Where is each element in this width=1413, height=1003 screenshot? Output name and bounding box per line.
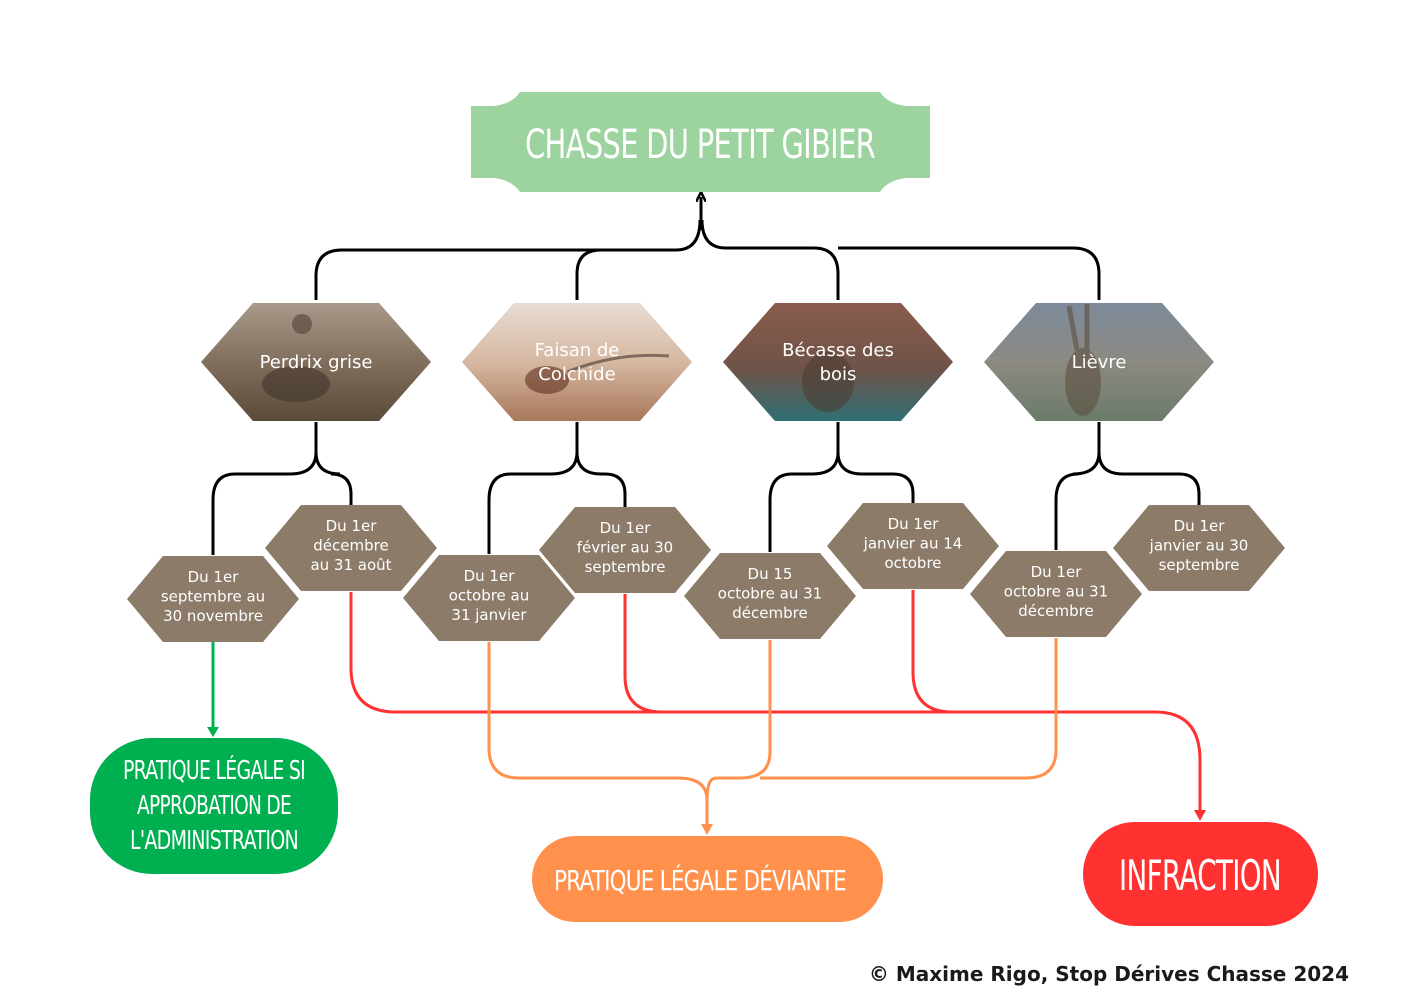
species-name-perdrix: Perdrix grise [260, 352, 373, 373]
period-faisan-2-line-3: septembre [585, 558, 666, 576]
outcome-deviant-label: PRATIQUE LÉGALE DÉVIANTE [554, 863, 846, 897]
copyright-credit: © Maxime Rigo, Stop Dérives Chasse 2024 [868, 962, 1349, 986]
title-banner: CHASSE DU PETIT GIBIER [471, 92, 930, 192]
pheasant-photo-icon [462, 303, 692, 421]
partridge-photo-icon [201, 303, 431, 421]
period-shape [265, 505, 437, 591]
species-node-becasse: Bécasse des bois [723, 303, 953, 421]
title-banner-shape [471, 92, 930, 192]
connector-becasse-periods [768, 422, 915, 552]
hare-photo-icon [984, 303, 1214, 421]
period-lievre-1-line-1: Du 1er [1031, 563, 1083, 581]
species-layer: Perdrix grise Faisan de Colchide Bécasse de… [201, 303, 1214, 421]
period-becasse-2-line-2: janvier au 14 [863, 535, 963, 553]
connector-lievre-periods [1054, 422, 1201, 550]
period-perdrix-2-line-2: décembre [313, 537, 388, 555]
species-name-lievre: Lièvre [1072, 352, 1127, 373]
species-name-faisan-line-2: Colchide [538, 364, 615, 385]
outcome-infraction: INFRACTION [1083, 822, 1318, 926]
page-title: CHASSE DU PETIT GIBIER [525, 122, 875, 168]
period-becasse-2-line-3: octobre [884, 554, 941, 572]
connector-legal-arrowhead [207, 727, 219, 737]
period-faisan-2-line-1: Du 1er [600, 519, 652, 537]
period-perdrix-1-line-2: septembre au [161, 588, 265, 606]
species-name-becasse-line-2: bois [820, 364, 857, 385]
period-becasse-1-line-2: octobre au 31 [718, 585, 822, 603]
period-faisan-1-line-2: octobre au [449, 587, 530, 605]
period-shape [1113, 505, 1285, 591]
period-shape [827, 503, 999, 589]
period-perdrix-2-line-1: Du 1er [326, 517, 378, 535]
connector-top-tree [314, 219, 1101, 300]
connector-deviant [487, 638, 1058, 826]
period-lievre-2-line-2: janvier au 30 [1149, 537, 1249, 555]
outcome-legal: PRATIQUE LÉGALE SI APPROBATION DE L'ADMI… [90, 738, 338, 874]
species-name-faisan-line-1: Faisan de [535, 340, 620, 361]
outcome-infraction-label: INFRACTION [1119, 851, 1281, 900]
period-shape [970, 551, 1142, 637]
connector-infraction [349, 590, 1202, 812]
connector-infraction-arrowhead [1194, 810, 1206, 821]
outcome-legal-line-2: APPROBATION DE [137, 791, 291, 821]
connectors [207, 197, 1206, 835]
pheasant-photo-silhouette [525, 353, 670, 394]
period-shape [403, 555, 575, 641]
species-name-becasse-line-1: Bécasse des [782, 340, 894, 361]
period-becasse-1-line-1: Du 15 [748, 565, 793, 583]
period-lievre-1-line-2: octobre au 31 [1004, 583, 1108, 601]
connector-perdrix-periods [211, 422, 353, 555]
outcome-legal-line-3: L'ADMINISTRATION [130, 826, 298, 856]
outcome-infraction-shape [1083, 822, 1318, 926]
outcome-deviant-shape [532, 836, 883, 922]
partridge-photo-silhouette [262, 314, 330, 402]
period-faisan-2-line-2: février au 30 [577, 539, 673, 557]
period-becasse-1-line-3: décembre [732, 604, 807, 622]
period-faisan-1-line-3: 31 janvier [451, 606, 527, 624]
period-becasse-2-line-1: Du 1er [888, 515, 940, 533]
species-node-perdrix: Perdrix grise [201, 303, 431, 421]
period-shape [684, 553, 856, 639]
woodcock-photo-silhouette [802, 352, 854, 412]
period-shape [127, 556, 299, 642]
species-node-faisan: Faisan de Colchide [462, 303, 692, 421]
period-perdrix-1-line-3: 30 novembre [163, 607, 263, 625]
period-faisan-1-line-1: Du 1er [464, 567, 516, 585]
period-perdrix-2-line-3: au 31 août [310, 556, 391, 574]
outcome-legal-shape [90, 738, 338, 874]
outcome-legal-line-1: PRATIQUE LÉGALE SI [123, 754, 305, 786]
period-lievre-1-line-3: décembre [1018, 602, 1093, 620]
connector-deviant-arrowhead [701, 824, 713, 835]
species-node-lievre: Lièvre [984, 303, 1214, 421]
period-lievre-2-line-1: Du 1er [1174, 517, 1226, 535]
outcome-deviant: PRATIQUE LÉGALE DÉVIANTE [532, 836, 883, 922]
hare-photo-silhouette [1065, 304, 1101, 416]
period-perdrix-1-line-1: Du 1er [188, 568, 240, 586]
period-lievre-2-line-3: septembre [1159, 556, 1240, 574]
connector-faisan-periods [487, 422, 627, 554]
period-shape [539, 507, 711, 593]
